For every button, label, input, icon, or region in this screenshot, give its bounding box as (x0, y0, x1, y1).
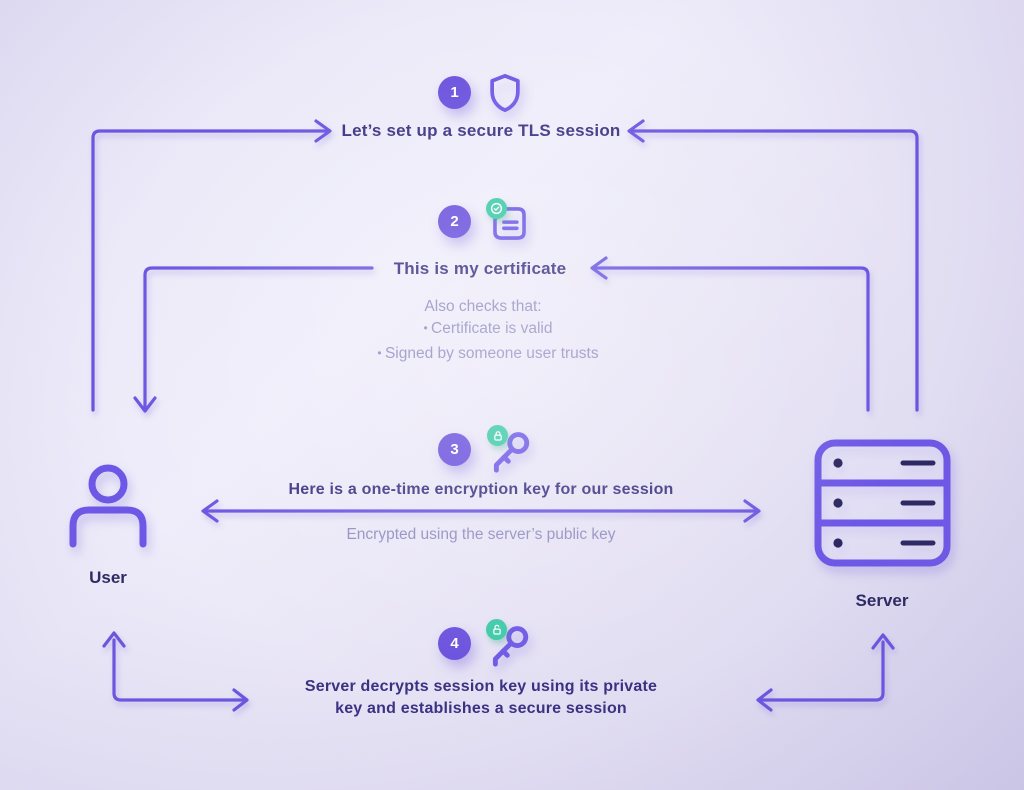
shield-icon (490, 74, 520, 112)
key-icon (492, 626, 529, 667)
step-3-subtitle: Encrypted using the server’s public key (346, 526, 616, 543)
arrow-step4-server-side (756, 633, 895, 712)
step-3-title: Here is a one-time encryption key for ou… (288, 481, 674, 498)
arrow-step1-from-user (91, 119, 332, 412)
key-locked-icon (481, 425, 533, 475)
check-badge-icon (486, 198, 507, 219)
user-icon (69, 464, 147, 548)
lock-closed-badge-icon (487, 425, 508, 446)
arrow-step3-bidirectional (201, 499, 761, 523)
arrow-step4-user-side (102, 631, 249, 712)
arrow-step2-to-user (133, 266, 374, 413)
certificate-check-icon (486, 198, 532, 246)
server-label: Server (855, 591, 909, 610)
arrow-step2-from-server (590, 256, 870, 412)
server-icon (814, 439, 951, 567)
user-label: User (89, 568, 127, 587)
arrow-step1-from-server (627, 119, 919, 412)
key-icon (493, 432, 530, 473)
note-item: Certificate is valid (377, 320, 598, 338)
step-2-title: This is my certificate (393, 259, 567, 278)
step-4-title: Server decrypts session key using its pr… (304, 678, 658, 718)
step-1-number-badge: 1 (438, 76, 471, 109)
step-4-number-badge: 4 (438, 627, 471, 660)
key-unlocked-icon (480, 619, 532, 669)
step-2-number-badge: 2 (438, 205, 471, 238)
step-2-notes: Certificate is valid Signed by someone u… (377, 313, 599, 363)
step-3-number-badge: 3 (438, 433, 471, 466)
step-2-note-heading: Also checks that: (424, 298, 542, 315)
step-1-title: Let’s set up a secure TLS session (341, 121, 621, 140)
note-item: Signed by someone user trusts (377, 345, 599, 363)
lock-open-badge-icon (486, 619, 507, 640)
